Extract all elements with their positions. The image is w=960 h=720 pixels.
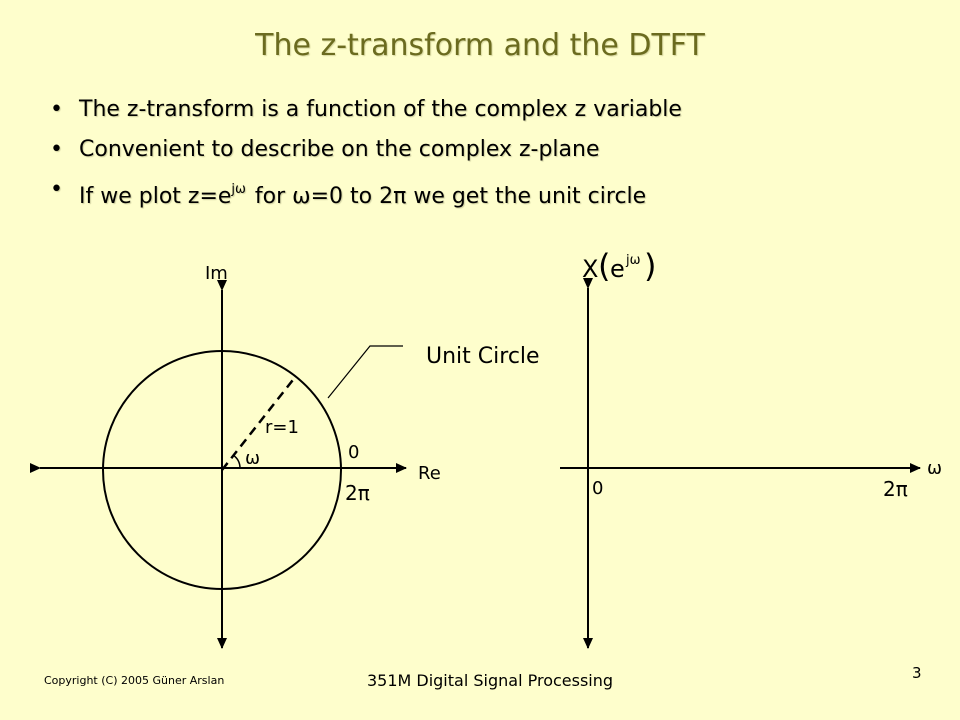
dtft-y-label-sup: jω [625, 253, 641, 268]
angle-arc [232, 454, 241, 469]
page-number: 3 [912, 664, 922, 682]
bullet-list: The z-transform is a function of the com… [44, 90, 682, 217]
two-pi-tick-label: 2π [883, 477, 908, 501]
slide-title: The z-transform and the DTFT [255, 28, 705, 63]
z-plane-diagram: Im Re r=1 ω 0 2π Unit Circle [30, 263, 540, 649]
dtft-paren-right: ) [644, 247, 656, 285]
imag-axis-label: Im [205, 263, 228, 284]
radius-line [221, 375, 297, 471]
bullet-text: The z-transform is a function of the com… [79, 97, 682, 122]
unit-circle-callout-label: Unit Circle [426, 344, 540, 369]
two-pi-angle-label: 2π [345, 481, 370, 505]
dtft-y-label-main: X [582, 255, 598, 283]
bullet-text-pre: If we plot z=e [79, 184, 232, 209]
zero-angle-label: 0 [348, 442, 359, 463]
bullet-superscript: jω [231, 182, 246, 197]
bullet-item: If we plot z=ejω for ω=0 to 2π we get th… [44, 170, 682, 217]
unit-circle [102, 350, 342, 590]
bullet-text-post: for ω=0 to 2π we get the unit circle [247, 184, 647, 209]
bullet-item: Convenient to describe on the complex z-… [44, 130, 682, 170]
real-axis-label: Re [418, 463, 441, 484]
dtft-y-label-inner: e [610, 255, 625, 283]
dtft-paren-left: ( [598, 247, 610, 285]
omega-angle-label: ω [245, 448, 260, 469]
copyright-footer: Copyright (C) 2005 Güner Arslan [44, 674, 225, 687]
bullet-item: The z-transform is a function of the com… [44, 90, 682, 130]
callout-leader [327, 345, 403, 399]
dtft-plot: X ( e jω ) ω 0 2π [560, 247, 942, 649]
bullet-text: Convenient to describe on the complex z-… [79, 137, 600, 162]
course-footer: 351M Digital Signal Processing [366, 671, 614, 690]
radius-label: r=1 [265, 417, 299, 438]
omega-axis-label: ω [927, 458, 942, 479]
origin-label: 0 [592, 478, 603, 499]
